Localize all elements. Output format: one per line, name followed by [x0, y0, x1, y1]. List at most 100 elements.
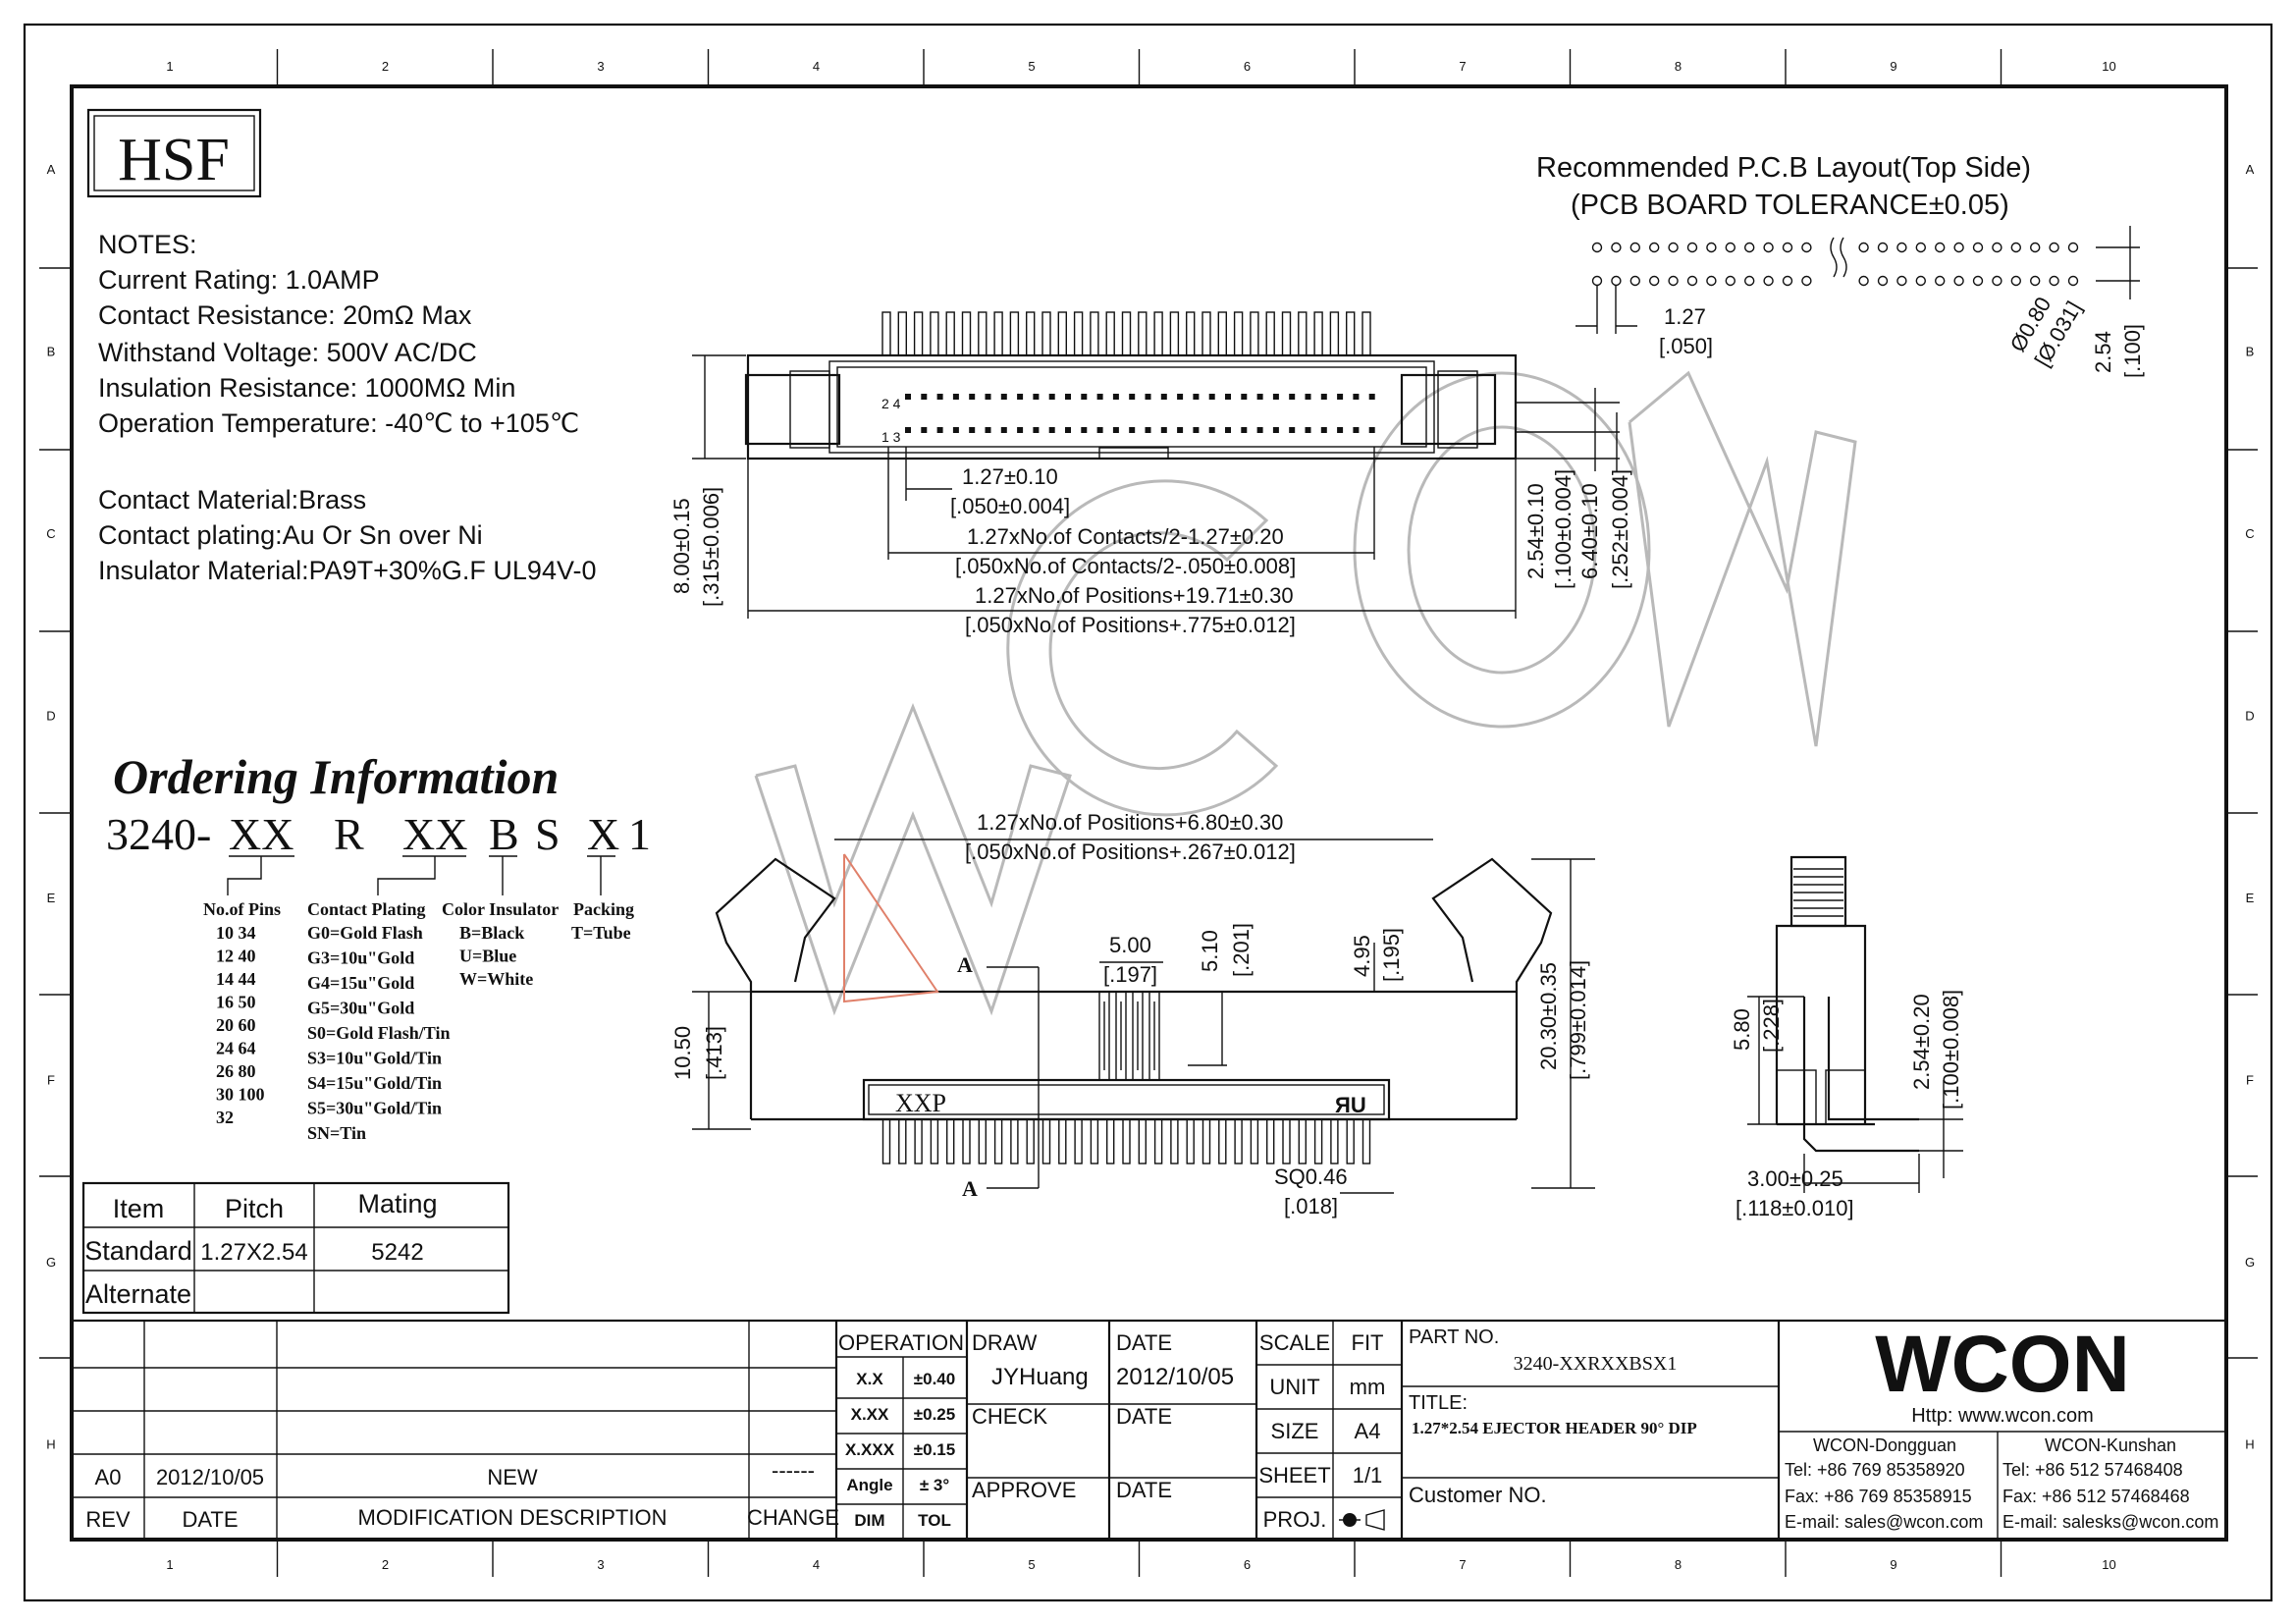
top-contact — [1033, 427, 1040, 433]
pins-header: No.of Pins — [203, 899, 281, 919]
column-label: 8 — [1675, 1557, 1682, 1572]
top-row-2: 6.40±0.10 — [1577, 483, 1602, 579]
top-pin — [930, 311, 939, 356]
pcb-hole — [1725, 242, 1736, 253]
side-height: 5.80 — [1730, 1008, 1754, 1051]
pcb-hole — [2049, 275, 2059, 287]
projection-symbol — [1339, 1509, 1385, 1531]
top-contact — [1065, 394, 1071, 400]
top-view-pins — [881, 311, 1371, 356]
tolerance-dim: X.XX — [851, 1405, 889, 1424]
column-label: 3 — [597, 1557, 604, 1572]
date-value: 2012/10/05 — [1116, 1364, 1234, 1390]
top-pin — [1185, 311, 1196, 356]
rev-desc-value: NEW — [487, 1465, 538, 1489]
top-contact — [1320, 427, 1327, 433]
top-contact — [1208, 427, 1215, 433]
pcb-hole — [1858, 275, 1869, 287]
rev-header: REV — [85, 1507, 131, 1532]
pcb-hole — [1992, 242, 2002, 253]
top-contact — [1160, 427, 1167, 433]
ordering-option: 14 44 — [216, 969, 256, 989]
pcb-hole — [1686, 242, 1698, 253]
top-contact — [1353, 427, 1360, 433]
color-header: Color Insulator — [442, 899, 559, 919]
ul-mark: ЯU — [1335, 1093, 1366, 1117]
row-label: E — [2246, 891, 2255, 905]
dg-fax: Fax: +86 769 85358915 — [1785, 1487, 1972, 1506]
front-view-contacts — [1098, 991, 1160, 1081]
front-pin — [1330, 1118, 1339, 1164]
ordering-option: S3=10u"Gold/Tin — [307, 1049, 442, 1068]
unit-value: mm — [1350, 1375, 1386, 1399]
top-row-1-in: [.100±0.004] — [1551, 469, 1575, 589]
column-label: 2 — [382, 1557, 389, 1572]
logo-text: HSF — [118, 127, 230, 193]
pcb-hole — [1992, 275, 2002, 287]
column-label: 6 — [1244, 1557, 1251, 1572]
front-pin — [1346, 1118, 1355, 1164]
top-height: 8.00±0.15 — [669, 498, 694, 594]
date-label-2: DATE — [1116, 1404, 1172, 1429]
rev-date-value: 2012/10/05 — [156, 1465, 264, 1489]
top-pin — [1281, 311, 1292, 356]
ordering-option: 12 40 — [216, 947, 256, 966]
top-pin — [1201, 311, 1211, 356]
front-pin — [1282, 1118, 1291, 1164]
top-contact — [1193, 394, 1200, 400]
top-pin — [1153, 311, 1163, 356]
front-dim-1: 1.27xNo.of Positions+6.80±0.30 — [977, 810, 1283, 835]
notes-heading: NOTES: — [98, 230, 197, 259]
pcb-hole — [1648, 242, 1660, 253]
top-contact — [1096, 394, 1103, 400]
column-label: 10 — [2102, 1557, 2115, 1572]
code-color: B — [489, 809, 519, 859]
pin-label-bottom: 1 3 — [881, 429, 901, 445]
mating-cell-mating: 5242 — [371, 1239, 423, 1266]
front-pin — [978, 1118, 987, 1164]
top-pin — [945, 311, 955, 356]
row-label: C — [46, 526, 55, 541]
unit-label: UNIT — [1269, 1375, 1319, 1399]
draw-label: DRAW — [972, 1330, 1038, 1355]
title-label: TITLE: — [1409, 1392, 1468, 1414]
top-pin — [1073, 311, 1084, 356]
pcb-layout: Recommended P.C.B Layout(Top Side) (PCB … — [1536, 152, 2145, 378]
pcb-hole — [1972, 275, 1984, 287]
top-contact — [1337, 394, 1344, 400]
ordering-option: S4=15u"Gold/Tin — [307, 1073, 442, 1093]
front-pin — [962, 1118, 971, 1164]
top-pin — [913, 311, 924, 356]
row-label: B — [2246, 345, 2255, 359]
rev-date-header: DATE — [182, 1507, 238, 1532]
top-pin — [1090, 311, 1099, 356]
front-pin — [1153, 1118, 1163, 1164]
website: Http: www.wcon.com — [1911, 1405, 2094, 1427]
front-dim-4: 4.95 — [1350, 935, 1374, 977]
note-contact-plating: Contact plating:Au Or Sn over Ni — [98, 520, 483, 550]
top-height-in: [.315±0.006] — [699, 487, 723, 607]
top-contact — [985, 394, 991, 400]
pcb-hole — [1668, 275, 1679, 287]
front-pin — [1234, 1118, 1243, 1164]
top-contact — [1129, 427, 1136, 433]
pcb-pitch: 1.27 — [1664, 304, 1706, 329]
scale-label: SCALE — [1259, 1330, 1330, 1355]
pcb-hole — [1629, 242, 1641, 253]
pcb-hole — [1611, 242, 1622, 253]
packing-list: T=Tube — [571, 923, 631, 943]
size-value: A4 — [1355, 1419, 1381, 1443]
top-dim-1-in: [.050±0.004] — [950, 494, 1070, 518]
top-pin — [1169, 311, 1180, 356]
row-label: B — [47, 345, 56, 359]
pcb-hole — [2010, 275, 2022, 287]
pcb-hole — [2049, 242, 2059, 253]
front-dim-2: 5.00 — [1109, 933, 1151, 957]
front-dim-3-in: [.201] — [1229, 923, 1254, 977]
top-view-contacts — [905, 394, 1375, 433]
column-label: 4 — [813, 59, 820, 74]
top-contact — [1272, 394, 1279, 400]
pcb-hole — [1801, 275, 1812, 287]
pin-label-top: 2 4 — [881, 396, 901, 411]
top-contact — [905, 394, 911, 400]
